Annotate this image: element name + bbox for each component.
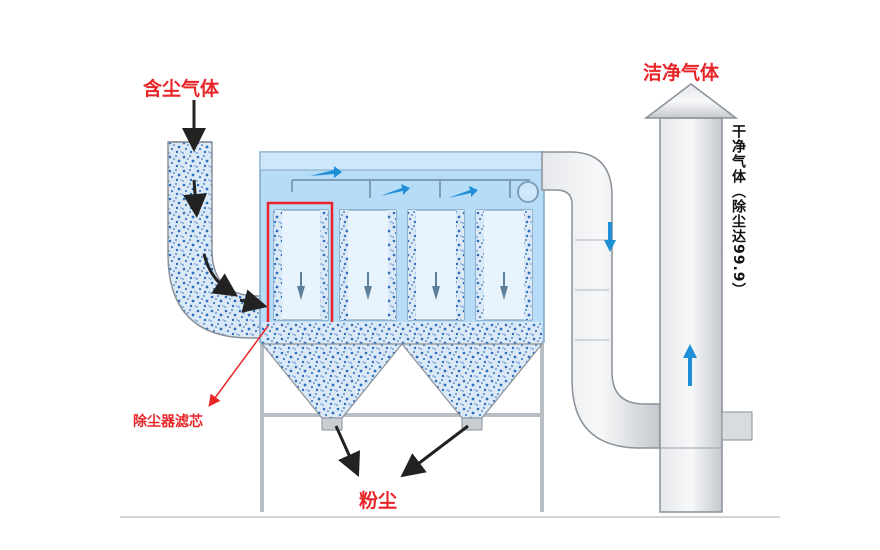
dust-label: 粉尘 [359,490,398,512]
clean-gas-label: 洁净气体 [643,62,720,84]
dust-gas-label: 含尘气体 [143,78,220,100]
support-frame [260,340,544,512]
filter-cartridges [273,209,533,321]
flow-arrow-icon [310,166,478,198]
outlet-duct [541,151,661,449]
inlet-duct [167,141,266,339]
filter-cartridge [273,209,329,321]
pulse-pipe [291,179,530,198]
inlet-arrow [182,100,268,313]
valve [517,181,539,203]
dry-gas-label: 干净气体（除尘达99.9） [730,124,746,298]
up-arrow-icon [683,344,697,386]
dust-discharge-arrows [334,424,469,478]
filter-label: 除尘器滤芯 [133,414,203,430]
filter-cartridge [339,209,397,321]
exhaust-stack [643,83,753,513]
filter-pointer-line [208,325,269,407]
filter-cartridge [475,209,533,321]
dust-hoppers [260,322,544,431]
down-arrow-icon [604,222,616,252]
filter-cartridge [407,209,465,321]
